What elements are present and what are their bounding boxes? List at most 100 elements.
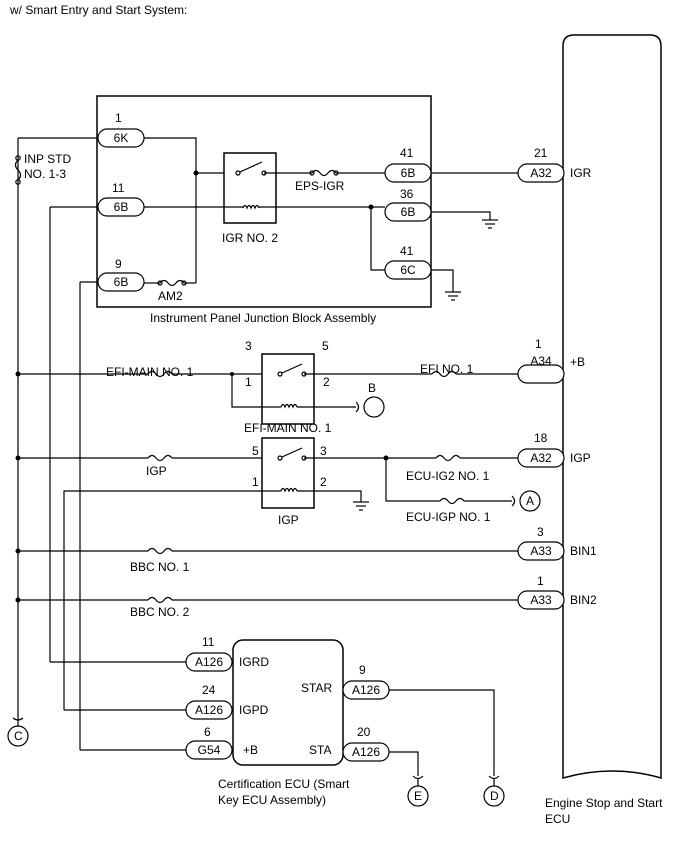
ref-e-circle	[407, 785, 429, 807]
inp-std-label-2: NO. 1-3	[24, 167, 66, 181]
pin-a33-3: 3	[537, 525, 544, 539]
signal-igpd: IGPD	[239, 703, 269, 717]
efi-pin-3: 3	[245, 339, 252, 353]
pin-a32-18: 18	[534, 431, 548, 445]
ref-a-label: A	[526, 494, 534, 508]
inp-std-fuse-end-icon	[15, 155, 21, 161]
igr-contact-left-icon	[235, 170, 241, 176]
connector-a33-1	[517, 590, 565, 610]
efi-switch-arm-icon	[281, 363, 303, 374]
igp-contact-left-icon	[277, 455, 283, 461]
ground-icon	[353, 501, 369, 511]
connector-a33-3	[517, 541, 565, 561]
pin-g54-6: 6	[204, 725, 211, 739]
engine-ecu-label-1: Engine Stop and Start	[545, 796, 663, 810]
engine-ecu-body	[562, 34, 662, 779]
pin-6b-41: 41	[400, 146, 414, 160]
igp-pin-5: 5	[252, 444, 259, 458]
pin-6b-11: 11	[112, 181, 125, 195]
ground-icon	[445, 291, 461, 301]
efi-contact-left-icon	[277, 371, 283, 377]
ref-e-label: E	[414, 789, 422, 803]
wire-6k-right	[144, 137, 197, 283]
igr-switch-arm-icon	[239, 161, 263, 173]
connector-6k-code: 6K	[114, 131, 129, 145]
break-e-icon	[412, 775, 424, 780]
ref-c-label: C	[14, 729, 23, 743]
signal-bin2: BIN2	[570, 593, 597, 607]
efi-main-relay-label: EFI-MAIN NO. 1	[244, 421, 332, 435]
am2-fuse-icon	[159, 279, 185, 287]
signal-plus-b: +B	[570, 355, 585, 369]
connector-6b-11-code: 6B	[114, 200, 129, 214]
igp-pin-1: 1	[252, 475, 259, 489]
efi-pin-1: 1	[245, 375, 252, 389]
igp-pin-2: 2	[320, 475, 327, 489]
signal-cert-plus-b: +B	[243, 743, 258, 757]
connector-a33-3-code: A33	[530, 544, 552, 558]
connector-6c-41-code: 6C	[400, 263, 416, 277]
break-d-icon	[488, 775, 500, 780]
pin-6b-36: 36	[400, 187, 414, 201]
ref-b-circle	[363, 396, 385, 418]
signal-igrd: IGRD	[239, 655, 269, 669]
igr-relay-box	[223, 152, 277, 224]
signal-bin1: BIN1	[570, 544, 597, 558]
bbc2-fuse-icon	[147, 596, 173, 604]
wire-igpd-route	[63, 490, 281, 710]
break-b-icon	[355, 401, 360, 413]
pin-a126-11: 11	[202, 635, 215, 649]
efi-pin-2: 2	[323, 375, 330, 389]
signal-sta: STA	[309, 743, 331, 757]
connector-6b-41-code: 6B	[401, 166, 416, 180]
inp-std-fuse-icon	[14, 159, 22, 181]
wire-sta-to-e	[389, 751, 419, 776]
engine-ecu-label-2: ECU	[545, 812, 570, 826]
pin-a34-1: 1	[535, 337, 542, 351]
connector-g54-6	[185, 740, 233, 760]
signal-igp: IGP	[570, 451, 591, 465]
bbc1-label: BBC NO. 1	[130, 560, 190, 574]
certification-ecu-box	[232, 639, 344, 766]
igp-coil-icon	[280, 487, 298, 493]
pin-6c-41: 41	[400, 244, 414, 258]
igp-switch-arm-icon	[281, 447, 303, 458]
efi-no1-fuse-icon	[431, 370, 457, 378]
wire-igp-coil-ground	[297, 490, 362, 502]
connector-a126-11-code: A126	[195, 655, 223, 669]
diagram-title: w/ Smart Entry and Start System:	[9, 3, 187, 17]
connector-6b-9-code: 6B	[114, 275, 129, 289]
igp-fuse-label: IGP	[146, 464, 167, 478]
connector-a126-9-code: A126	[352, 683, 380, 697]
efi-main-relay-box	[261, 353, 315, 425]
pin-a33-1: 1	[537, 574, 544, 588]
connector-a126-24-code: A126	[195, 703, 223, 717]
pin-a32-21: 21	[534, 146, 548, 160]
ref-b-label: B	[368, 381, 376, 395]
efi-main-fuse-label: EFI-MAIN NO. 1	[106, 365, 194, 379]
ecu-igp-fuse-icon	[439, 497, 465, 505]
am2-label: AM2	[158, 289, 183, 303]
junction-block-label: Instrument Panel Junction Block Assembly	[150, 311, 376, 325]
pin-6b-9: 9	[115, 257, 122, 271]
cert-ecu-label-1: Certification ECU (Smart	[218, 777, 350, 791]
am2-fuse-end-icon	[157, 280, 163, 286]
connector-a126-11	[185, 652, 233, 672]
inp-std-fuse-end2-icon	[15, 179, 21, 185]
igp-fuse-icon	[147, 454, 173, 462]
connector-a34-1	[517, 364, 565, 384]
connector-a32-18	[517, 448, 565, 468]
connector-6b-36-code: 6B	[401, 205, 416, 219]
connector-a33-1-code: A33	[530, 593, 552, 607]
eps-fuse-end-icon	[309, 170, 315, 176]
pin-a126-24: 24	[202, 683, 216, 697]
connector-g54-6-code: G54	[198, 743, 221, 757]
bbc1-fuse-icon	[147, 547, 173, 555]
ref-d-label: D	[490, 789, 499, 803]
break-a-icon	[511, 495, 516, 507]
signal-igr: IGR	[570, 166, 592, 180]
eps-igr-fuse-icon	[311, 169, 337, 177]
junction-dot-efi-coil	[230, 372, 234, 376]
ref-c-circle	[7, 725, 29, 747]
efi-pin-5: 5	[322, 339, 329, 353]
